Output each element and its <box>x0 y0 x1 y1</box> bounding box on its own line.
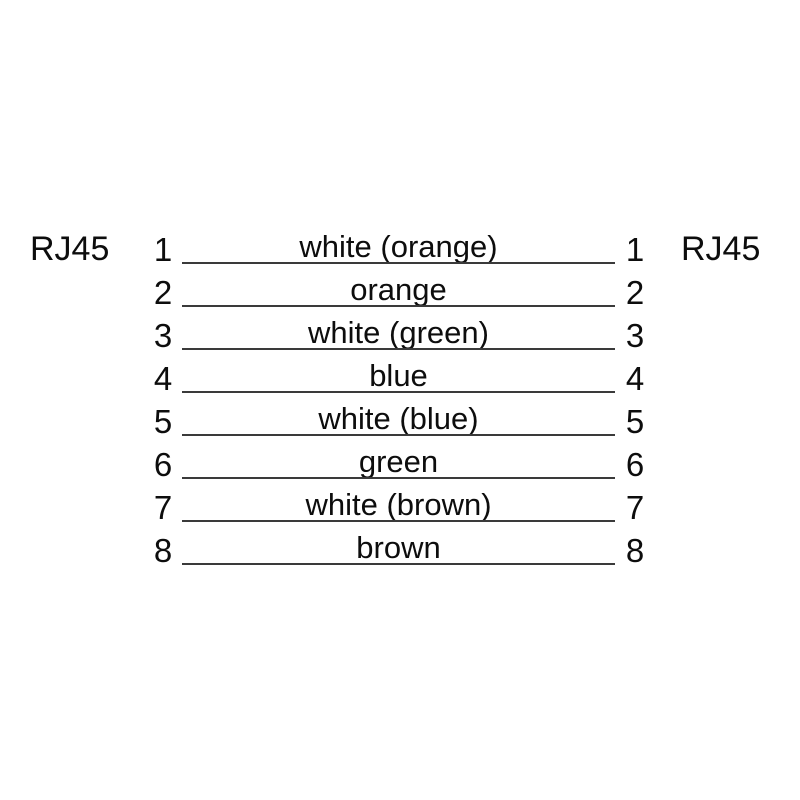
wire-color-label: white (orange) <box>299 229 498 264</box>
pin-number-left: 7 <box>153 489 173 526</box>
wire-line <box>182 520 615 522</box>
pin-number-right: 7 <box>625 489 645 526</box>
pin-number-left: 5 <box>153 403 173 440</box>
pin-number-right: 6 <box>625 446 645 483</box>
pin-number-right: 8 <box>625 532 645 569</box>
wire-line <box>182 477 615 479</box>
wire-color-label: white (brown) <box>305 487 492 522</box>
pin-number-left: 6 <box>153 446 173 483</box>
wire-color-label: orange <box>350 272 447 307</box>
wire-color-label: white (blue) <box>318 401 479 436</box>
pin-number-left: 3 <box>153 317 173 354</box>
pin-number-left: 2 <box>153 274 173 311</box>
wire-line <box>182 434 615 436</box>
pin-number-right: 1 <box>625 231 645 268</box>
pin-number-left: 4 <box>153 360 173 397</box>
pin-number-right: 5 <box>625 403 645 440</box>
wire-color-label: brown <box>356 530 441 565</box>
wire-line <box>182 305 615 307</box>
pin-number-right: 3 <box>625 317 645 354</box>
wire-color-label: white (green) <box>308 315 489 350</box>
wire-line <box>182 348 615 350</box>
wire-color-label: green <box>358 444 439 479</box>
pin-number-left: 1 <box>153 231 173 268</box>
connector-label-left: RJ45 <box>30 230 110 268</box>
wire-line <box>182 262 615 264</box>
pin-number-right: 2 <box>625 274 645 311</box>
pin-number-right: 4 <box>625 360 645 397</box>
wire-color-label: blue <box>369 358 428 393</box>
wire-line <box>182 563 615 565</box>
pin-number-left: 8 <box>153 532 173 569</box>
connector-label-right: RJ45 <box>681 230 761 268</box>
wire-line <box>182 391 615 393</box>
